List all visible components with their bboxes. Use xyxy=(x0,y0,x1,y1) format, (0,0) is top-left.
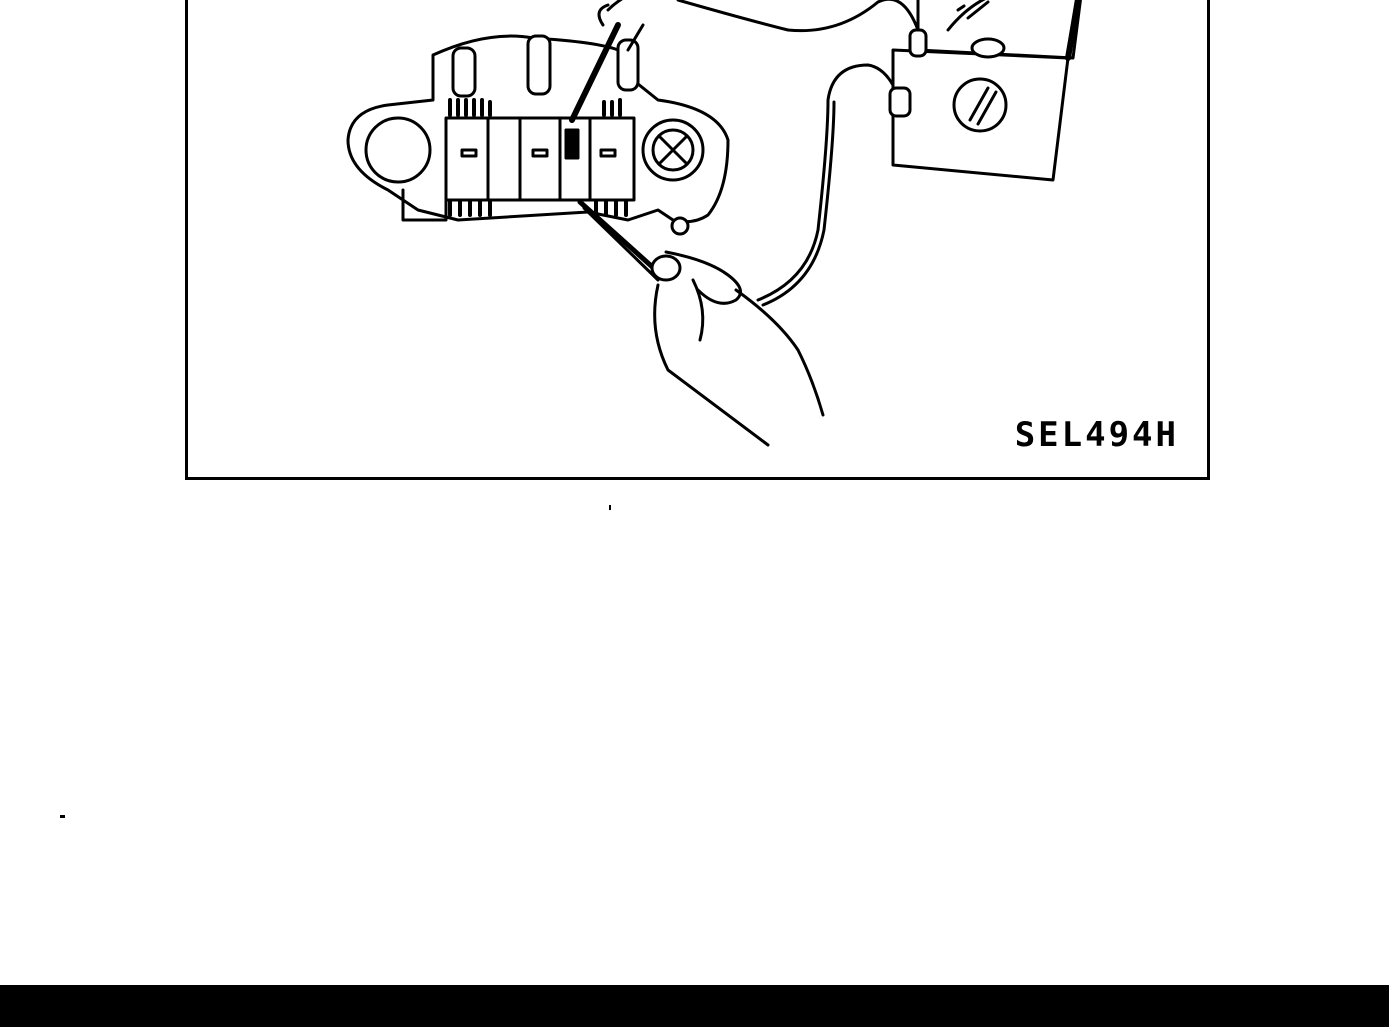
alternator-diode-test-illustration xyxy=(346,0,1082,447)
diode-assembly xyxy=(346,34,730,236)
figure-code-label: SEL494H xyxy=(1014,415,1179,455)
figure-frame: SEL494H xyxy=(185,0,1210,480)
ohmmeter xyxy=(888,0,1082,182)
scan-speck xyxy=(609,505,611,510)
bottom-black-bar xyxy=(0,985,1389,1027)
lower-test-probe xyxy=(577,199,825,447)
scan-speck xyxy=(60,815,65,818)
upper-test-probe xyxy=(569,0,645,123)
test-leads xyxy=(676,0,920,307)
